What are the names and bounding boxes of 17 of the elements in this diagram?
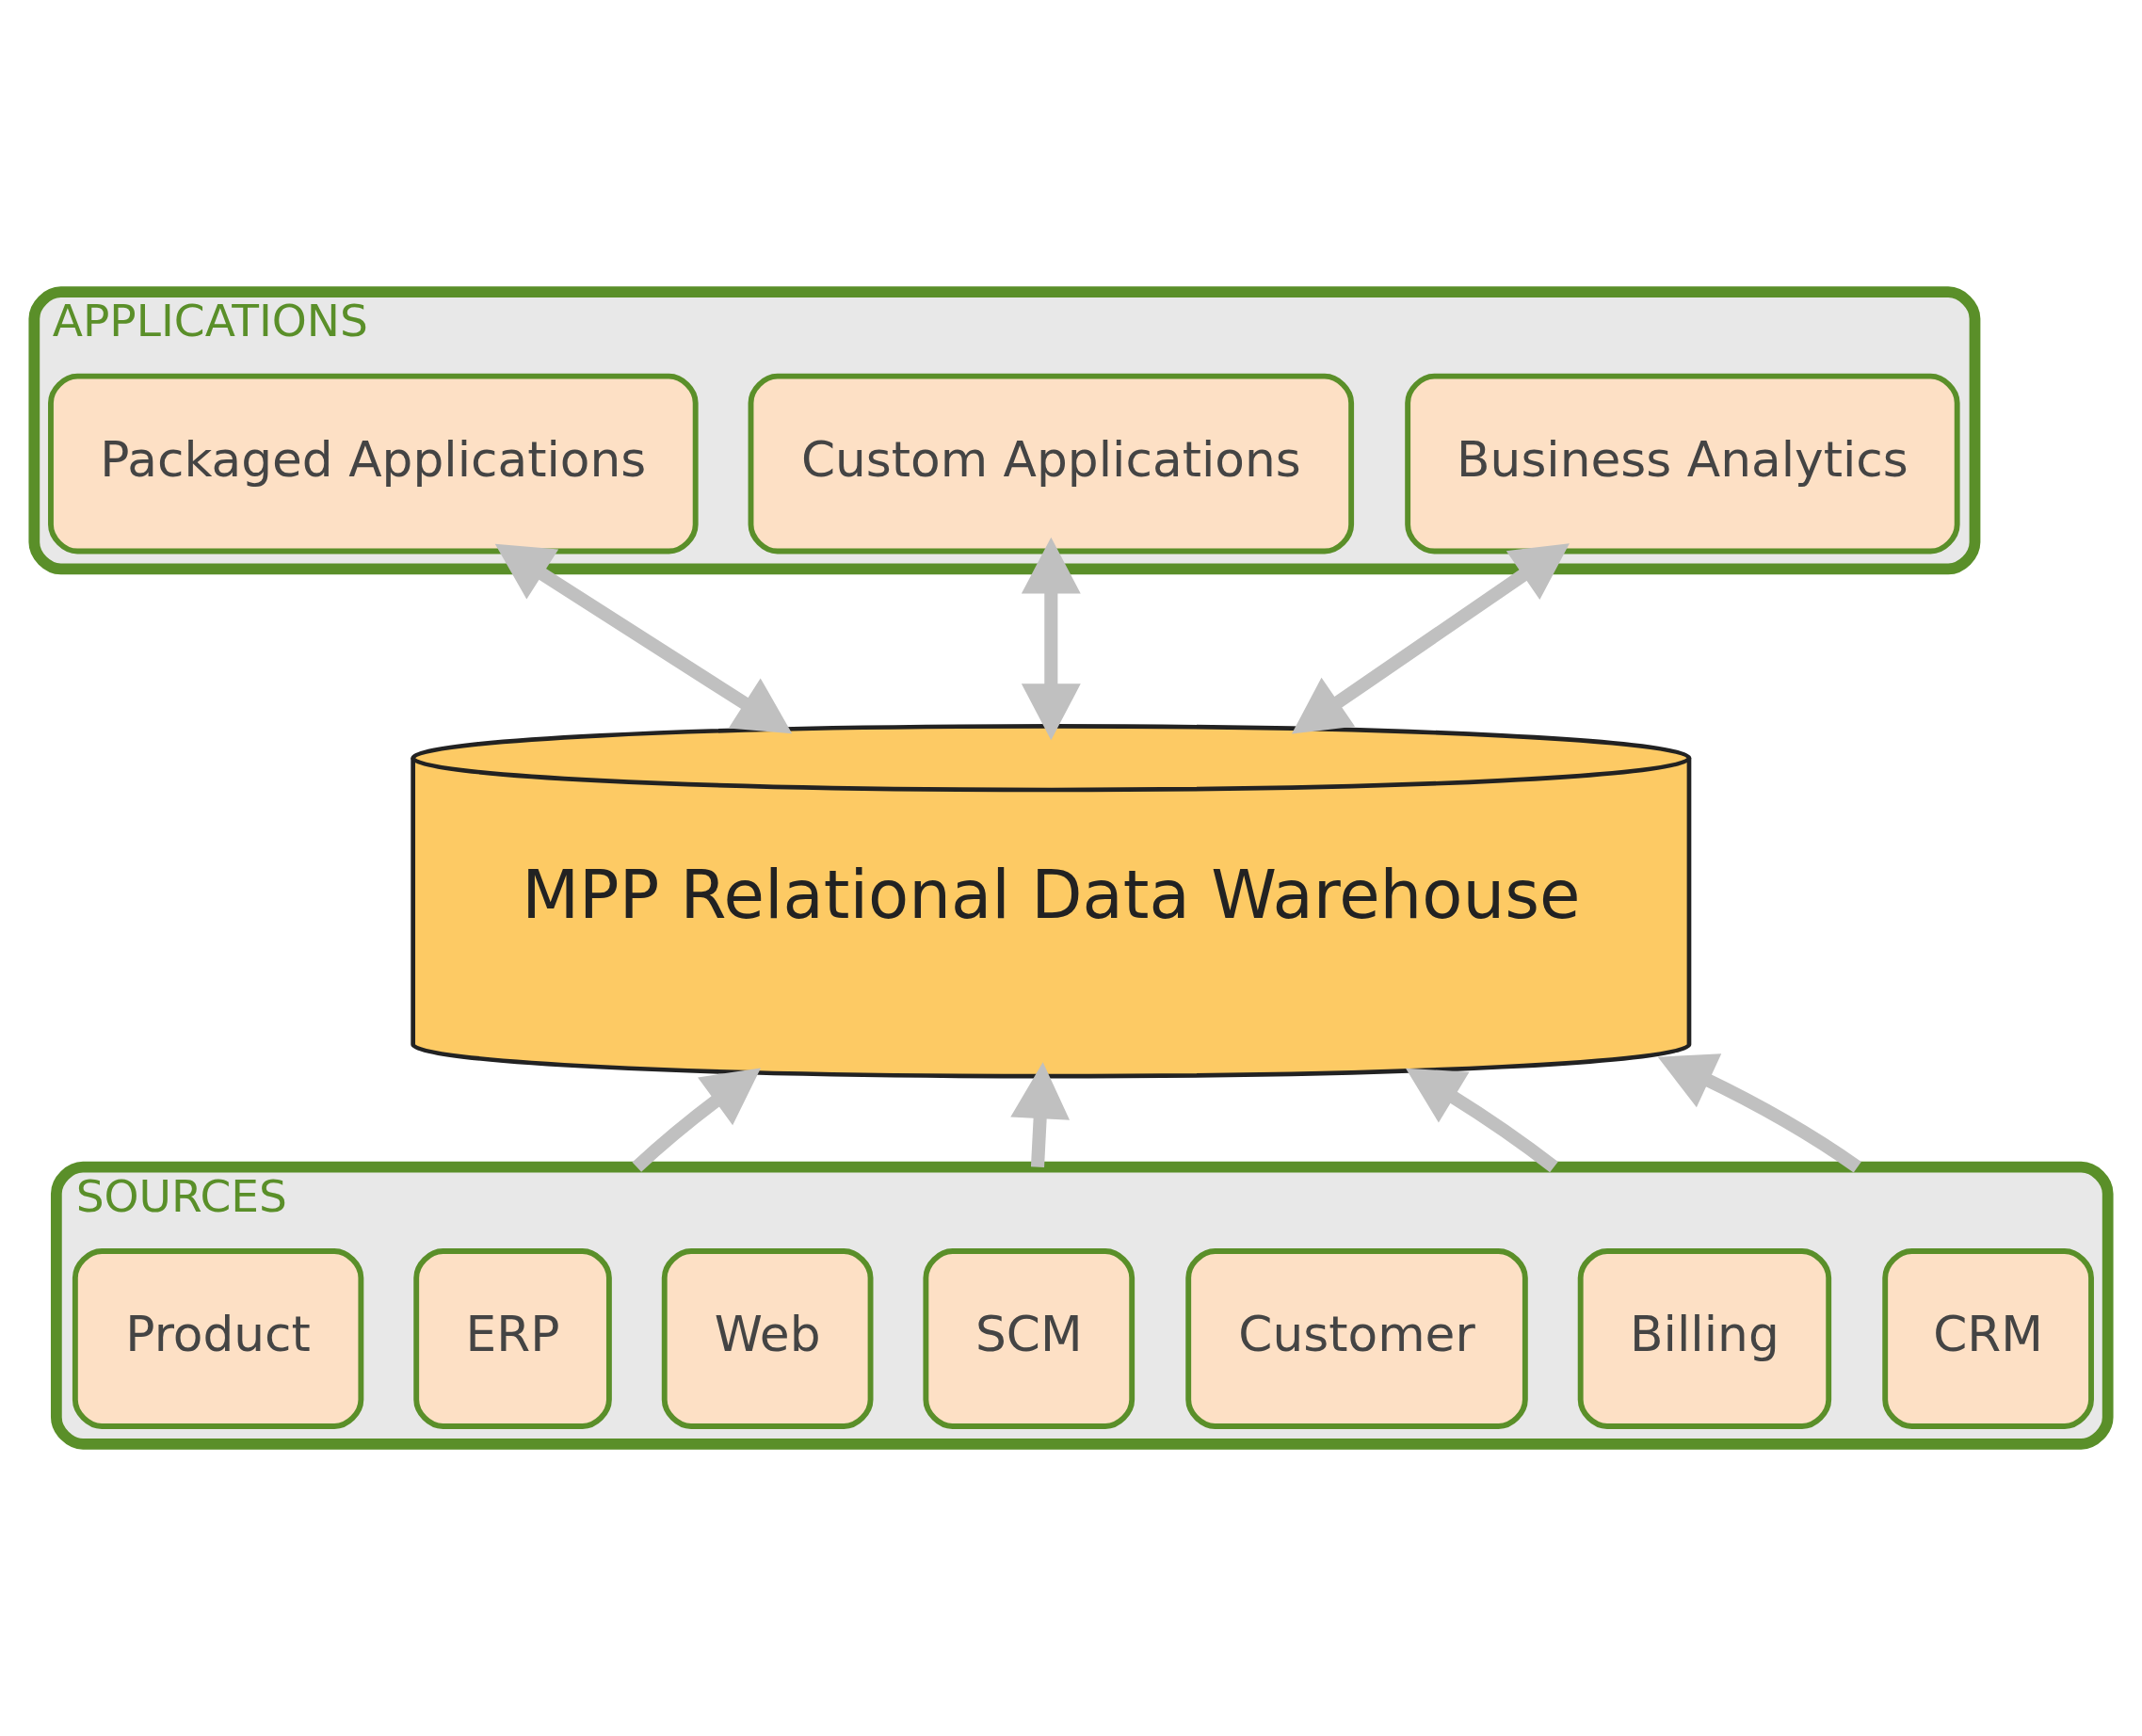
node-box: Custom Applications — [748, 373, 1355, 555]
arrow — [1291, 543, 1570, 734]
node-box: Business Analytics — [1405, 373, 1960, 555]
arrow — [1021, 537, 1081, 741]
node-box: Product — [72, 1248, 364, 1429]
arrow — [1405, 1068, 1558, 1173]
arrow — [1657, 1053, 1861, 1173]
node-box: Billing — [1577, 1248, 1832, 1429]
node-box: CRM — [1882, 1248, 2094, 1429]
arrow — [494, 543, 793, 734]
node-box: Web — [661, 1248, 874, 1429]
node-box: Customer — [1185, 1248, 1528, 1429]
arrow — [1010, 1062, 1071, 1167]
node-box: SCM — [923, 1248, 1135, 1429]
arrow — [632, 1068, 761, 1172]
node-box: Packaged Applications — [48, 373, 699, 555]
node-box: ERP — [413, 1248, 612, 1429]
